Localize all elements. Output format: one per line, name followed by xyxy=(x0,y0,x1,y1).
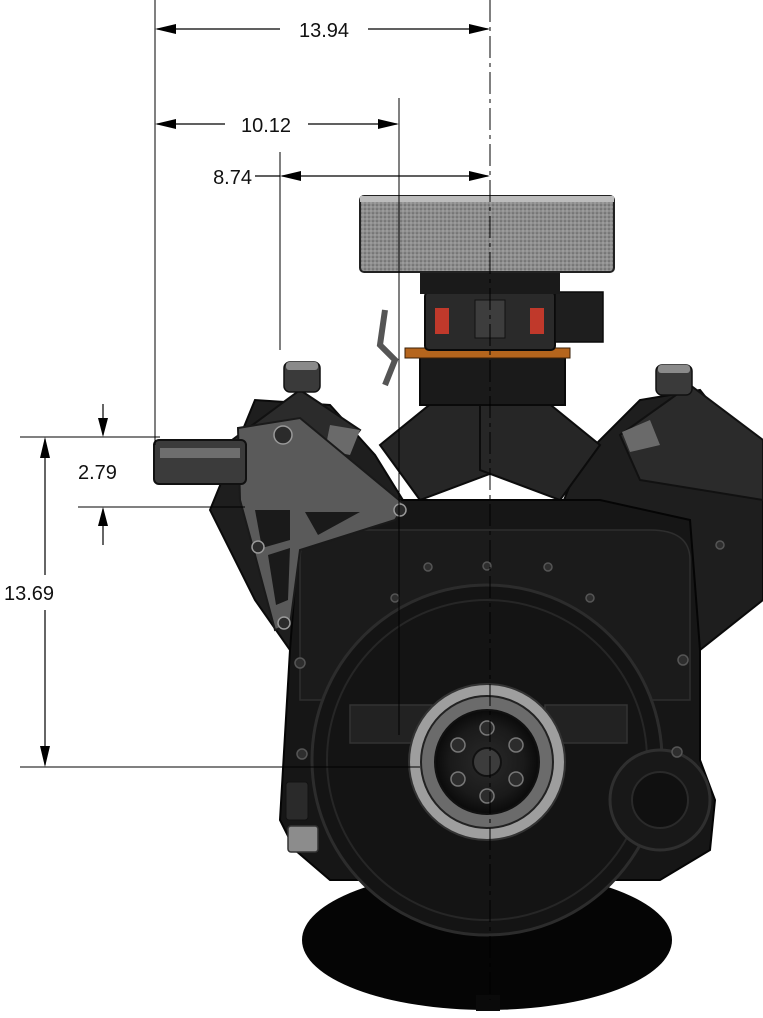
arrow-width-inner-left xyxy=(280,171,301,181)
arrow-width-mid-right xyxy=(378,119,399,129)
bracket-bolts xyxy=(251,425,407,630)
dim-label-width-inner: 8.74 xyxy=(213,167,252,189)
crank-bolt xyxy=(472,747,502,777)
arrow-bracket-top xyxy=(98,418,108,437)
carb-right-accent xyxy=(530,308,544,334)
arrow-height-overall-bottom xyxy=(40,746,50,767)
dim-label-width-overall: 13.94 xyxy=(299,20,349,42)
arrow-width-inner-right xyxy=(469,171,490,181)
arrow-width-overall-right xyxy=(469,24,490,34)
dim-label-height-bracket: 2.79 xyxy=(78,462,117,484)
intake-plenum xyxy=(419,354,566,406)
arrow-height-overall-top xyxy=(40,437,50,458)
air-cleaner xyxy=(359,195,615,273)
dim-label-height-overall: 13.69 xyxy=(4,583,54,605)
arrow-width-overall-left xyxy=(155,24,176,34)
dim-label-width-mid: 10.12 xyxy=(241,115,291,137)
right-oil-cap-top xyxy=(658,365,690,373)
block-bolts xyxy=(294,540,725,760)
oil-pan-drain xyxy=(476,995,500,1011)
mount-pad xyxy=(153,439,247,485)
carb-linkage-box xyxy=(554,291,604,343)
engine-illustration xyxy=(153,195,763,1011)
bracket-cutouts xyxy=(255,510,360,605)
mount-pad-face xyxy=(160,448,240,458)
water-pump-inner xyxy=(631,771,689,829)
arrow-bracket-bottom xyxy=(98,507,108,526)
dimension-annotations: 13.94 10.12 8.74 2.79 13.69 xyxy=(4,0,491,1000)
oil-pressure-fitting xyxy=(287,825,319,853)
oil-line-fitting xyxy=(285,781,309,821)
left-oil-cap-top xyxy=(286,362,318,370)
throttle-lever xyxy=(376,309,399,387)
air-cleaner-lid xyxy=(360,196,614,202)
arrow-width-mid-left xyxy=(155,119,176,129)
right-valve-cover-rail xyxy=(622,420,660,452)
carb-left-accent xyxy=(435,308,449,334)
